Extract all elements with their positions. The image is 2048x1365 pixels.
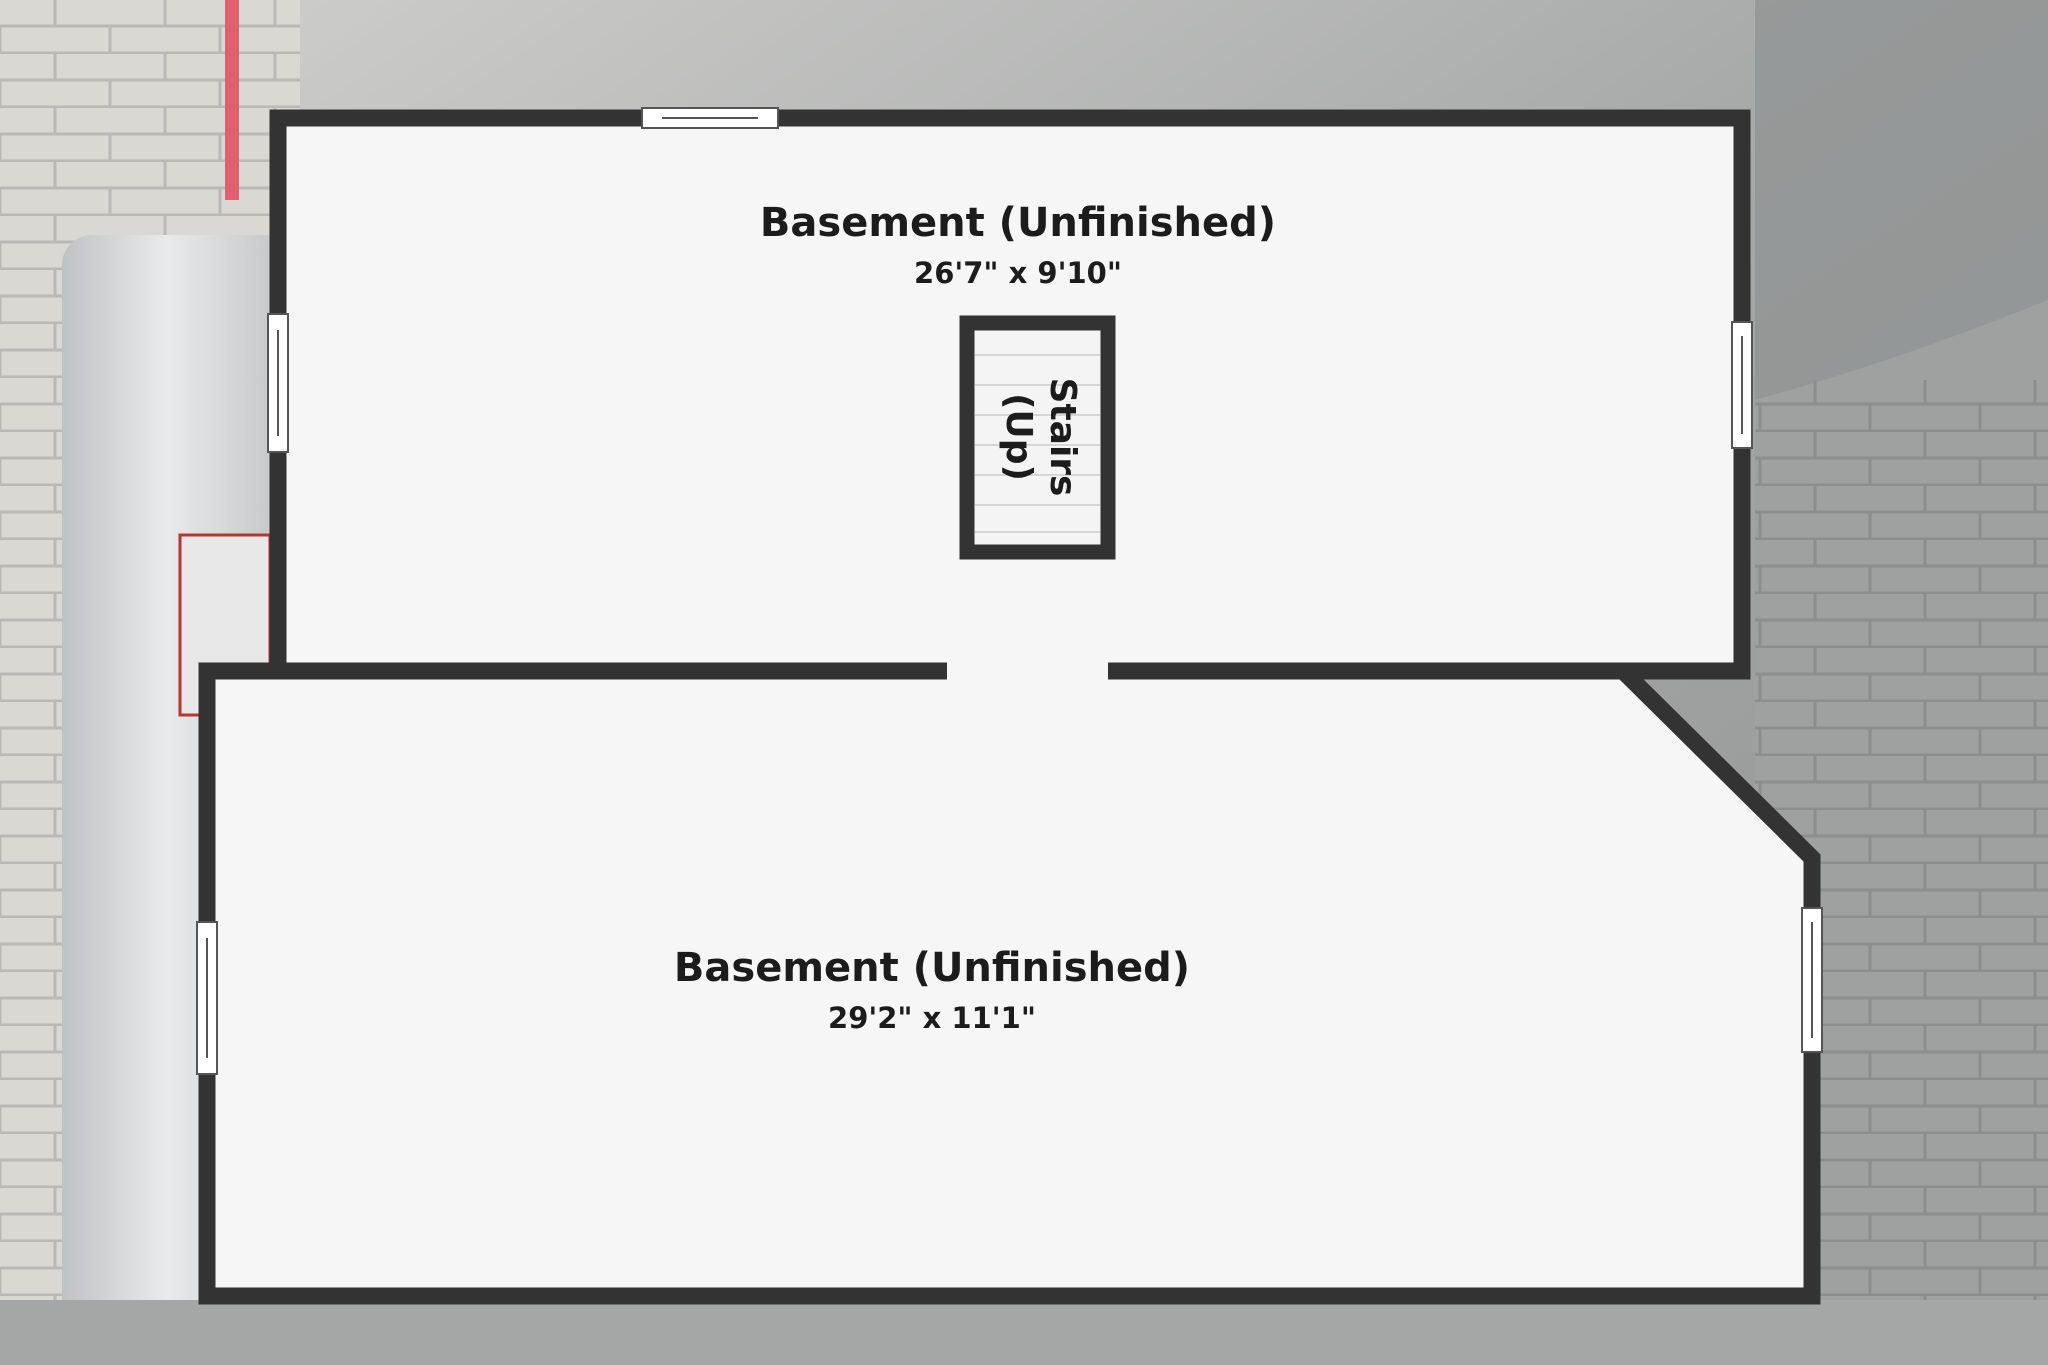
window-lower-right (1801, 907, 1823, 1053)
windows (196, 107, 1823, 1075)
room-labels: Basement (Unfinished) 26'7" x 9'10" Base… (674, 200, 1276, 1035)
doorway-gap (947, 660, 1108, 684)
window-upper-right (1731, 321, 1753, 449)
floor-areas (207, 118, 1812, 1296)
upper-room-dimensions: 26'7" x 9'10" (914, 256, 1122, 290)
lower-room-floor (207, 673, 1812, 1296)
lower-room-dimensions: 29'2" x 11'1" (828, 1001, 1036, 1035)
window-lower-left (196, 921, 218, 1075)
stair-treads (975, 354, 1100, 533)
stairs: Stairs (Up) (959, 315, 1116, 560)
upper-room-name: Basement (Unfinished) (760, 200, 1276, 246)
stairs-direction-label: (Up) (998, 393, 1039, 481)
window-upper-left (267, 313, 289, 453)
lower-room-name: Basement (Unfinished) (674, 945, 1190, 991)
stairs-label: Stairs (1042, 378, 1083, 497)
window-top (641, 107, 779, 129)
